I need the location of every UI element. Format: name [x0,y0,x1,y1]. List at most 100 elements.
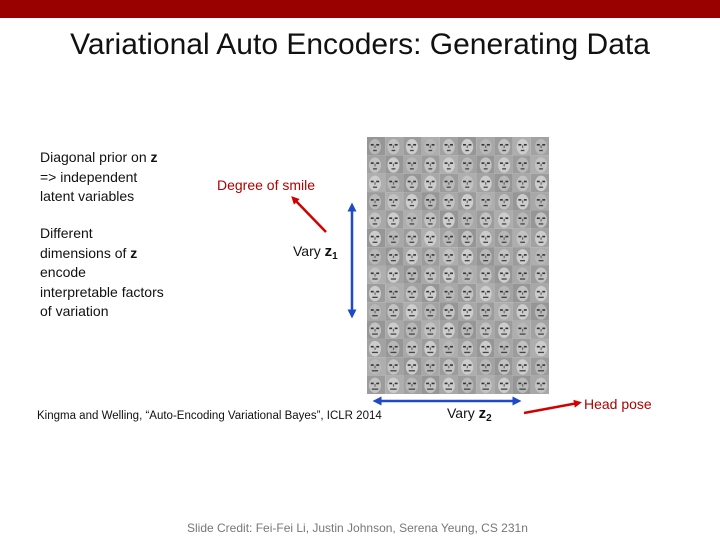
face-thumbnail [476,357,495,376]
face-thumbnail [367,247,386,266]
face-thumbnail [494,302,513,321]
face-thumbnail [458,228,477,248]
face-thumbnail [530,265,549,284]
face-thumbnail [403,302,422,321]
face-thumbnail [367,173,386,193]
face-thumbnail [458,375,477,394]
face-thumbnail [530,247,549,266]
face-thumbnail [403,265,422,284]
face-thumbnail [476,375,495,394]
face-thumbnail [458,338,477,358]
face-thumbnail [476,173,495,193]
face-thumbnail [421,338,440,358]
face-thumbnail [494,228,513,248]
face-thumbnail [458,137,477,156]
face-thumbnail [439,247,458,266]
face-thumbnail [421,192,440,211]
face-thumbnail [494,210,513,229]
note2-line2: dimensions of [40,244,131,261]
face-thumbnail [421,247,440,266]
face-thumbnail [385,173,404,193]
face-thumbnail [494,338,513,358]
face-thumbnail [403,320,422,339]
face-thumbnail [385,228,404,248]
face-thumbnail [530,338,549,358]
face-thumbnail [439,173,458,193]
face-thumbnail [403,155,422,174]
face-thumbnail [512,228,531,248]
note1-z: z [150,149,158,165]
face-thumbnail [494,173,513,193]
face-thumbnail [403,375,422,394]
face-thumbnail [403,357,422,376]
face-thumbnail [512,192,531,211]
note2-line1: Different [40,225,93,241]
face-thumbnail [494,283,513,303]
face-thumbnail [367,338,386,358]
face-thumbnail [512,357,531,376]
face-thumbnail [439,192,458,211]
face-thumbnail [458,283,477,303]
face-thumbnail [458,155,477,174]
face-thumbnail [494,192,513,211]
face-thumbnail [439,357,458,376]
face-thumbnail [494,357,513,376]
note2-z: z [130,244,138,261]
face-thumbnail [476,320,495,339]
head-pose-arrow [523,399,582,415]
face-thumbnail [530,375,549,394]
face-thumbnail [512,320,531,339]
face-thumbnail [512,210,531,229]
face-thumbnail [367,192,386,211]
face-thumbnail [439,137,458,156]
face-thumbnail [458,357,477,376]
face-thumbnail [530,320,549,339]
face-thumbnail [421,283,440,303]
face-thumbnail [476,210,495,229]
face-thumbnail [476,302,495,321]
label-vary-z1: Vary z1 [293,243,338,262]
label-head-pose: Head pose [584,396,652,412]
vary1-var: z [324,243,333,260]
face-thumbnail [367,137,386,156]
face-thumbnail [385,155,404,174]
face-thumbnail [403,210,422,229]
face-thumbnail [512,265,531,284]
face-thumbnail [421,228,440,248]
face-thumbnail [530,357,549,376]
face-thumbnail [458,265,477,284]
face-thumbnail [439,283,458,303]
face-thumbnail [476,338,495,358]
face-thumbnail [458,302,477,321]
face-thumbnail [512,137,531,156]
face-thumbnail [421,155,440,174]
note1-line1: Diagonal prior on [40,149,151,165]
face-thumbnail [512,283,531,303]
face-thumbnail [439,320,458,339]
note2-line5: of variation [40,303,109,319]
face-thumbnail [458,210,477,229]
face-thumbnail [421,357,440,376]
face-thumbnail [385,265,404,284]
face-thumbnail [385,357,404,376]
face-thumbnail [512,155,531,174]
face-thumbnail [385,192,404,211]
face-thumbnail [494,137,513,156]
face-thumbnail [367,228,386,248]
slide-title: Variational Auto Encoders: Generating Da… [70,28,650,61]
face-thumbnail [367,302,386,321]
face-thumbnail [530,302,549,321]
face-thumbnail [403,338,422,358]
slide-credit: Slide Credit: Fei-Fei Li, Justin Johnson… [187,521,528,535]
note-diagonal-prior: Diagonal prior on z => independent laten… [40,148,200,207]
face-thumbnail [403,228,422,248]
face-thumbnail [367,320,386,339]
face-thumbnail [367,265,386,284]
face-thumbnail [421,265,440,284]
note2-line3: encode [40,264,86,280]
face-thumbnail [458,173,477,193]
face-thumbnail [403,173,422,193]
face-thumbnail [403,192,422,211]
